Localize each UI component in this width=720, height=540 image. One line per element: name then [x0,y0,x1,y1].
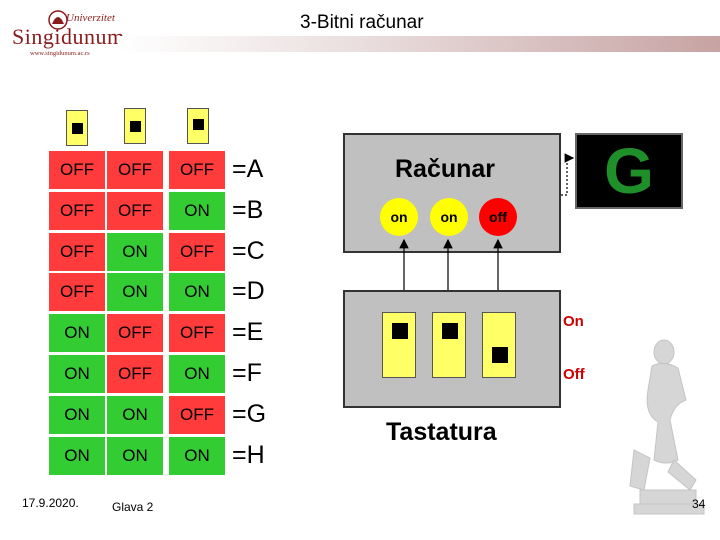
table-row-label: =C [232,236,265,265]
table-cell: OFF [106,150,164,190]
switch-knob-icon [130,121,141,132]
table-cell: ON [48,313,106,354]
table-cell: ON [168,354,226,394]
table-cell: OFF [48,190,106,231]
statue-watermark-icon [629,339,705,515]
key-2[interactable] [432,312,466,378]
switch-knob-icon [72,123,83,134]
table-cell: ON [106,272,164,313]
table-cell: OFF [168,313,226,354]
table-cell: ON [168,190,226,231]
table-row-label: =F [232,359,262,387]
key-3[interactable] [482,312,516,378]
table-cell: ON [48,435,106,476]
led-1: on [380,198,418,236]
footer-date: 17.9.2020. [22,496,79,510]
keyboard-label: Tastatura [386,418,497,446]
off-position-label: Off [563,366,585,383]
led-3: off [479,198,517,236]
table-row-label: =D [232,277,265,306]
table-row-label: =E [232,318,264,347]
table-cell: ON [48,394,106,435]
table-cell: ON [48,354,106,394]
led-3-label: off [489,209,507,225]
table-cell: OFF [48,272,106,313]
bit-switch-3 [187,108,209,144]
table-cell: OFF [168,150,226,190]
page-title: 3-Bitni računar [300,12,424,33]
table-row-label: =B [232,195,264,224]
table-cell: ON [106,231,164,272]
footer-chapter: Glava 2 [112,500,154,514]
table-cell: OFF [48,150,106,190]
table-cell: OFF [106,190,164,231]
key-knob-icon [392,323,408,339]
table-cell: OFF [48,231,106,272]
logo-line1: Univerzitet [66,12,115,24]
on-position-label: On [563,313,584,330]
table-cell: OFF [106,313,164,354]
table-row-label: =G [232,399,267,428]
table-cell: ON [168,272,226,313]
title-bar [118,36,720,52]
led-2: on [430,198,468,236]
key-knob-icon [442,323,458,339]
logo-line3: www.singidunum.ac.rs [30,50,90,57]
table-row-label: =A [232,155,264,183]
table-cell: ON [106,435,164,476]
university-logo [6,8,118,64]
key-1[interactable] [382,312,416,378]
page-number: 34 [692,497,706,511]
table-cell: OFF [168,231,226,272]
key-knob-icon [492,347,508,363]
bit-switch-2 [124,108,146,144]
display-letter: G [604,135,654,207]
led-1-label: on [390,209,408,225]
output-display: G [575,133,683,209]
table-cell: OFF [106,354,164,394]
logo-emblem-icon [48,10,68,30]
table-cell: ON [106,394,164,435]
computer-title: Računar [395,155,496,183]
wire-to-display [561,153,575,196]
logo-line2: Singidunum [12,24,125,49]
table-row-label: =H [232,440,265,469]
table-cell: ON [168,435,226,476]
bit-switch-1 [66,110,88,146]
switch-knob-icon [193,119,204,130]
table-cell: OFF [168,394,226,435]
led-2-label: on [440,209,458,225]
